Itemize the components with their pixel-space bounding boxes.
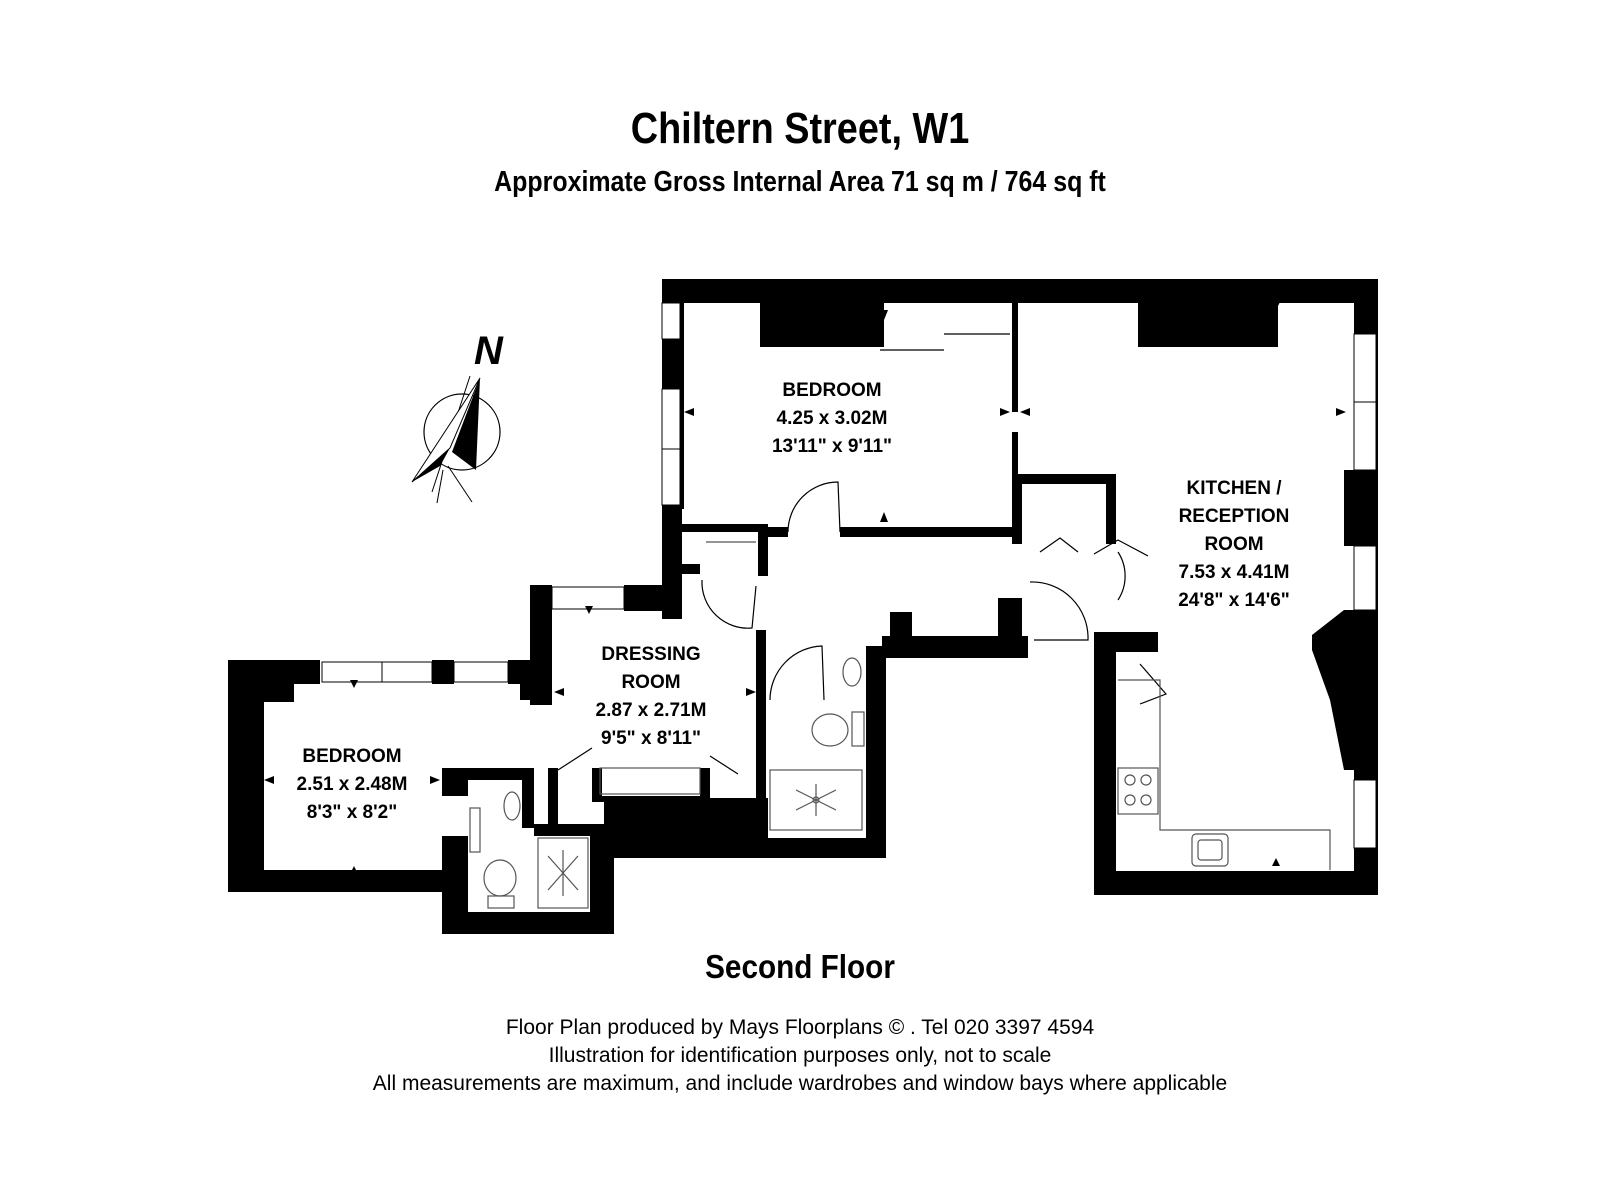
room-metric-bedroom-main: 4.25 x 3.02M (777, 408, 888, 429)
floor-label: Second Floor (705, 948, 895, 985)
compass-north-label: N (474, 329, 504, 373)
dimension-arrows (264, 302, 1346, 874)
plan-area-subtitle: Approximate Gross Internal Area 71 sq m … (494, 166, 1106, 198)
room-name-kitchen-1: KITCHEN / (1187, 478, 1283, 499)
room-imperial-kitchen: 24'8" x 14'6" (1178, 590, 1290, 611)
compass-ring (423, 393, 501, 471)
fixtures (469, 541, 1331, 909)
room-imperial-bedroom-small: 8'3" x 8'2" (307, 802, 397, 823)
room-labels: BEDROOM 4.25 x 3.02M 13'11" x 9'11" KITC… (297, 380, 1290, 823)
footer-measurements-note: All measurements are maximum, and includ… (372, 1072, 1228, 1095)
doors (557, 333, 1168, 775)
windows (321, 302, 1377, 849)
sink-icon (1191, 833, 1229, 867)
room-imperial-dressing: 9'5" x 8'11" (601, 728, 701, 749)
footer-credit: Floor Plan produced by Mays Floorplans ©… (505, 1016, 1095, 1039)
compass: N (411, 329, 504, 504)
hob-icon (1117, 767, 1159, 815)
room-name-kitchen-2: RECEPTION (1179, 506, 1290, 527)
room-name-bedroom-small: BEDROOM (302, 746, 401, 767)
shower-tray-icon (769, 769, 863, 831)
room-name-dressing-2: ROOM (621, 672, 680, 693)
toilet-icon-2 (483, 859, 517, 897)
room-metric-dressing: 2.87 x 2.71M (596, 700, 707, 721)
compass-needle-dark (452, 378, 480, 470)
footer-disclaimer: Illustration for identification purposes… (548, 1044, 1052, 1067)
room-name-kitchen-3: ROOM (1204, 534, 1263, 555)
room-metric-kitchen: 7.53 x 4.41M (1179, 562, 1290, 583)
room-name-dressing-1: DRESSING (601, 644, 700, 665)
room-metric-bedroom-small: 2.51 x 2.48M (297, 774, 408, 795)
basin-icon-2 (503, 791, 521, 821)
shower-tray-icon-2 (537, 837, 589, 909)
toilet-icon (811, 713, 849, 747)
basin-icon (842, 657, 862, 687)
plan-title: Chiltern Street, W1 (630, 104, 970, 153)
room-imperial-bedroom-main: 13'11" x 9'11" (772, 436, 892, 457)
room-name-bedroom-main: BEDROOM (782, 380, 881, 401)
